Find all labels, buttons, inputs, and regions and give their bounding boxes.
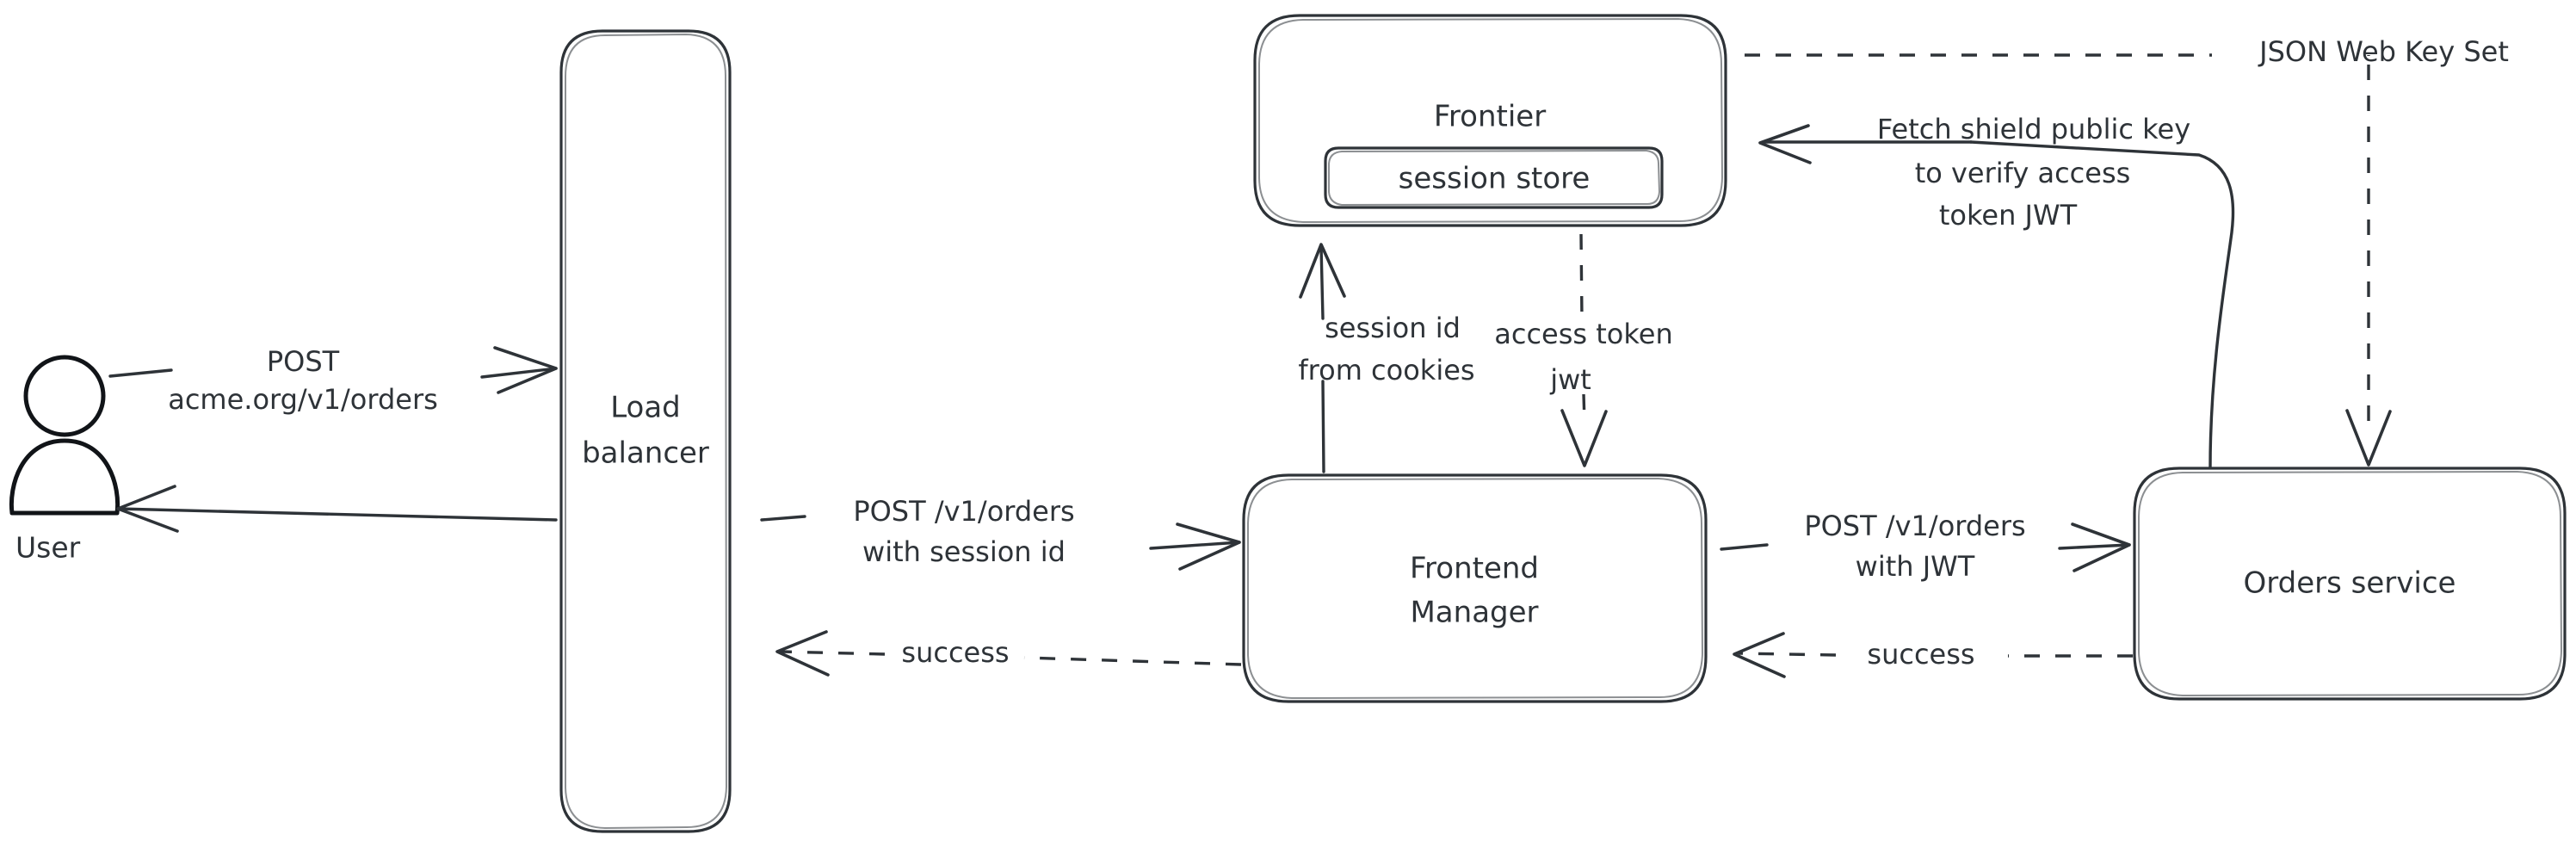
edge-lb-user-arrowhead-icon xyxy=(116,485,179,533)
edge-orders-service-to-frontier: Fetch shield public key to verify access… xyxy=(1758,113,2235,469)
edge-fm-orders-arrowhead-icon xyxy=(2071,522,2131,572)
edge-frontier-orders-arrowhead-icon xyxy=(2345,409,2392,467)
edge-orders-frontier-arrowhead-icon xyxy=(1758,124,1812,164)
edge-lb-fm-label-line-1: POST /v1/orders xyxy=(853,495,1074,528)
edge-fm-frontier-label-line-1: session id xyxy=(1325,312,1461,344)
orders-service-label: Orders service xyxy=(2244,566,2456,601)
edge-orders-frontier-curve xyxy=(1969,140,2235,469)
user-head-icon xyxy=(23,355,106,437)
edge-fm-orders-label-line-1: POST /v1/orders xyxy=(1804,510,2025,542)
frontend-manager-box xyxy=(1242,473,1708,703)
edge-fm-frontier-line-upper xyxy=(1319,244,1325,320)
edge-frontier-fm-line-lower xyxy=(1582,393,1586,423)
frontend-manager-box-sketch xyxy=(1247,478,1703,699)
edge-frontier-orders-label: JSON Web Key Set xyxy=(2258,35,2509,68)
edge-frontier-to-frontend-manager: access token jwt xyxy=(1494,233,1673,467)
frontier-node[interactable]: Frontier session store xyxy=(1253,14,1727,227)
user-actor[interactable]: User xyxy=(9,355,120,565)
edge-frontier-fm-arrowhead-icon xyxy=(1560,409,1608,467)
edge-load-balancer-to-frontend-manager: POST /v1/orders with session id xyxy=(760,495,1241,571)
load-balancer-box xyxy=(559,29,732,833)
orders-service-node[interactable]: Orders service xyxy=(2133,467,2567,701)
edge-frontend-manager-to-load-balancer: success xyxy=(775,630,1242,677)
edge-orders-frontier-label-line-3: token JWT xyxy=(1939,199,2078,232)
edge-orders-service-to-frontend-manager: success xyxy=(1733,632,2133,678)
edge-fm-frontier-arrowhead-icon xyxy=(1299,243,1346,299)
edge-frontier-fm-line-upper xyxy=(1579,233,1584,321)
edge-frontend-manager-to-orders-service: POST /v1/orders with JWT xyxy=(1720,510,2131,583)
edge-lb-fm-line xyxy=(1149,541,1241,550)
edge-lb-user-line xyxy=(116,507,558,522)
session-store-label: session store xyxy=(1399,162,1591,196)
frontend-manager-label-line-2: Manager xyxy=(1410,596,1538,630)
edge-fm-lb-label: success xyxy=(901,636,1009,669)
edge-orders-fm-label: success xyxy=(1867,638,1974,671)
edge-orders-frontier-label-line-2: to verify access xyxy=(1915,157,2131,189)
edge-user-lb-arrowhead-icon xyxy=(493,346,558,394)
load-balancer-node[interactable]: Load balancer xyxy=(559,29,732,833)
edge-user-to-load-balancer: POST acme.org/v1/orders xyxy=(108,345,558,416)
user-body-icon xyxy=(9,438,120,516)
orders-service-box xyxy=(2133,467,2567,701)
edge-fm-frontier-label-line-2: from cookies xyxy=(1298,354,1474,386)
frontend-manager-label-line-1: Frontend xyxy=(1410,552,1539,586)
load-balancer-box-sketch xyxy=(565,34,727,829)
edge-lb-fm-label-line-2: with session id xyxy=(862,535,1066,568)
edge-orders-fm-arrowhead-icon xyxy=(1733,632,1786,678)
edge-frontier-fm-label-line-2: jwt xyxy=(1549,363,1591,396)
load-balancer-label-line-1: Load xyxy=(610,391,681,425)
frontier-box-sketch xyxy=(1258,18,1723,223)
edge-frontend-manager-to-frontier: session id from cookies xyxy=(1298,243,1475,473)
edge-orders-frontier-label-line-1: Fetch shield public key xyxy=(1877,113,2190,145)
session-store-box xyxy=(1324,146,1664,209)
edge-fm-lb-line-right xyxy=(1023,656,1242,666)
edge-frontier-to-orders-service: JSON Web Key Set xyxy=(1745,35,2509,467)
edge-fm-orders-label-line-2: with JWT xyxy=(1856,550,1975,583)
edge-fm-frontier-line-lower xyxy=(1321,380,1325,473)
edge-fm-lb-arrowhead-icon xyxy=(775,630,830,677)
edge-lb-fm-arrowhead-icon xyxy=(1176,522,1241,571)
edge-load-balancer-to-user xyxy=(116,485,558,533)
edge-fm-orders-line xyxy=(2058,543,2131,550)
edge-frontier-fm-label-line-1: access token xyxy=(1494,318,1672,350)
edge-user-lb-label-line-2: acme.org/v1/orders xyxy=(168,383,438,416)
edge-user-lb-label-line-1: POST xyxy=(267,345,340,378)
frontend-manager-node[interactable]: Frontend Manager xyxy=(1242,473,1708,703)
session-store-box-sketch xyxy=(1328,150,1660,206)
edge-user-lb-line xyxy=(480,367,558,379)
user-label: User xyxy=(15,531,81,565)
frontier-label: Frontier xyxy=(1434,100,1546,134)
edge-fm-orders-stub xyxy=(1720,543,1769,551)
load-balancer-label-line-2: balancer xyxy=(582,436,709,471)
edge-user-lb-stub xyxy=(108,368,173,378)
orders-service-box-sketch xyxy=(2138,471,2562,696)
edge-lb-fm-stub xyxy=(760,515,806,522)
session-store-node[interactable]: session store xyxy=(1324,146,1664,209)
